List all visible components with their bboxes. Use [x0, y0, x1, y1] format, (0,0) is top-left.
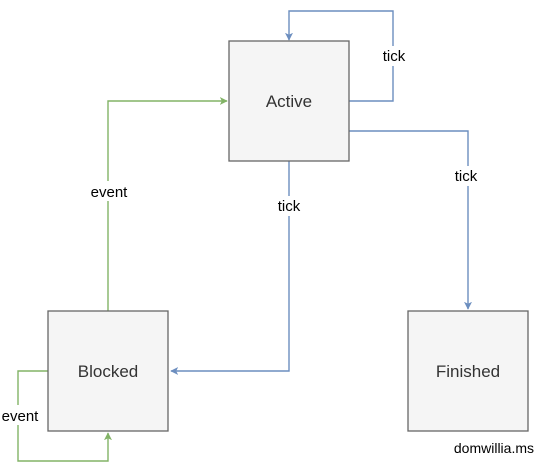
node-finished-label: Finished [436, 362, 500, 381]
node-blocked[interactable]: Blocked [47, 310, 169, 432]
edge-label-active-to-finished: tick [452, 166, 484, 186]
edge-blocked-self-loop [17, 370, 112, 462]
edge-label-active-self: tick [378, 46, 410, 66]
edge-label-active-to-finished-text: tick [455, 168, 478, 185]
watermark: domwillia.ms [454, 440, 534, 456]
edge-label-blocked-self: event [0, 405, 42, 425]
edge-active-self-loop [285, 10, 394, 102]
node-blocked-label: Blocked [78, 362, 138, 381]
edge-label-blocked-self-text: event [2, 408, 40, 425]
node-active[interactable]: Active [228, 40, 350, 162]
edge-active-to-finished [349, 130, 472, 310]
edge-label-blocked-to-active-text: event [91, 184, 129, 201]
node-finished[interactable]: Finished [407, 310, 529, 432]
edge-label-active-self-text: tick [383, 48, 406, 65]
edge-label-active-to-blocked-text: tick [278, 198, 301, 215]
node-active-label: Active [266, 92, 312, 111]
edge-label-active-to-blocked: tick [273, 196, 305, 216]
edge-blocked-to-active [107, 97, 228, 311]
edge-active-to-blocked [170, 161, 290, 375]
edge-label-blocked-to-active: event [86, 181, 132, 201]
